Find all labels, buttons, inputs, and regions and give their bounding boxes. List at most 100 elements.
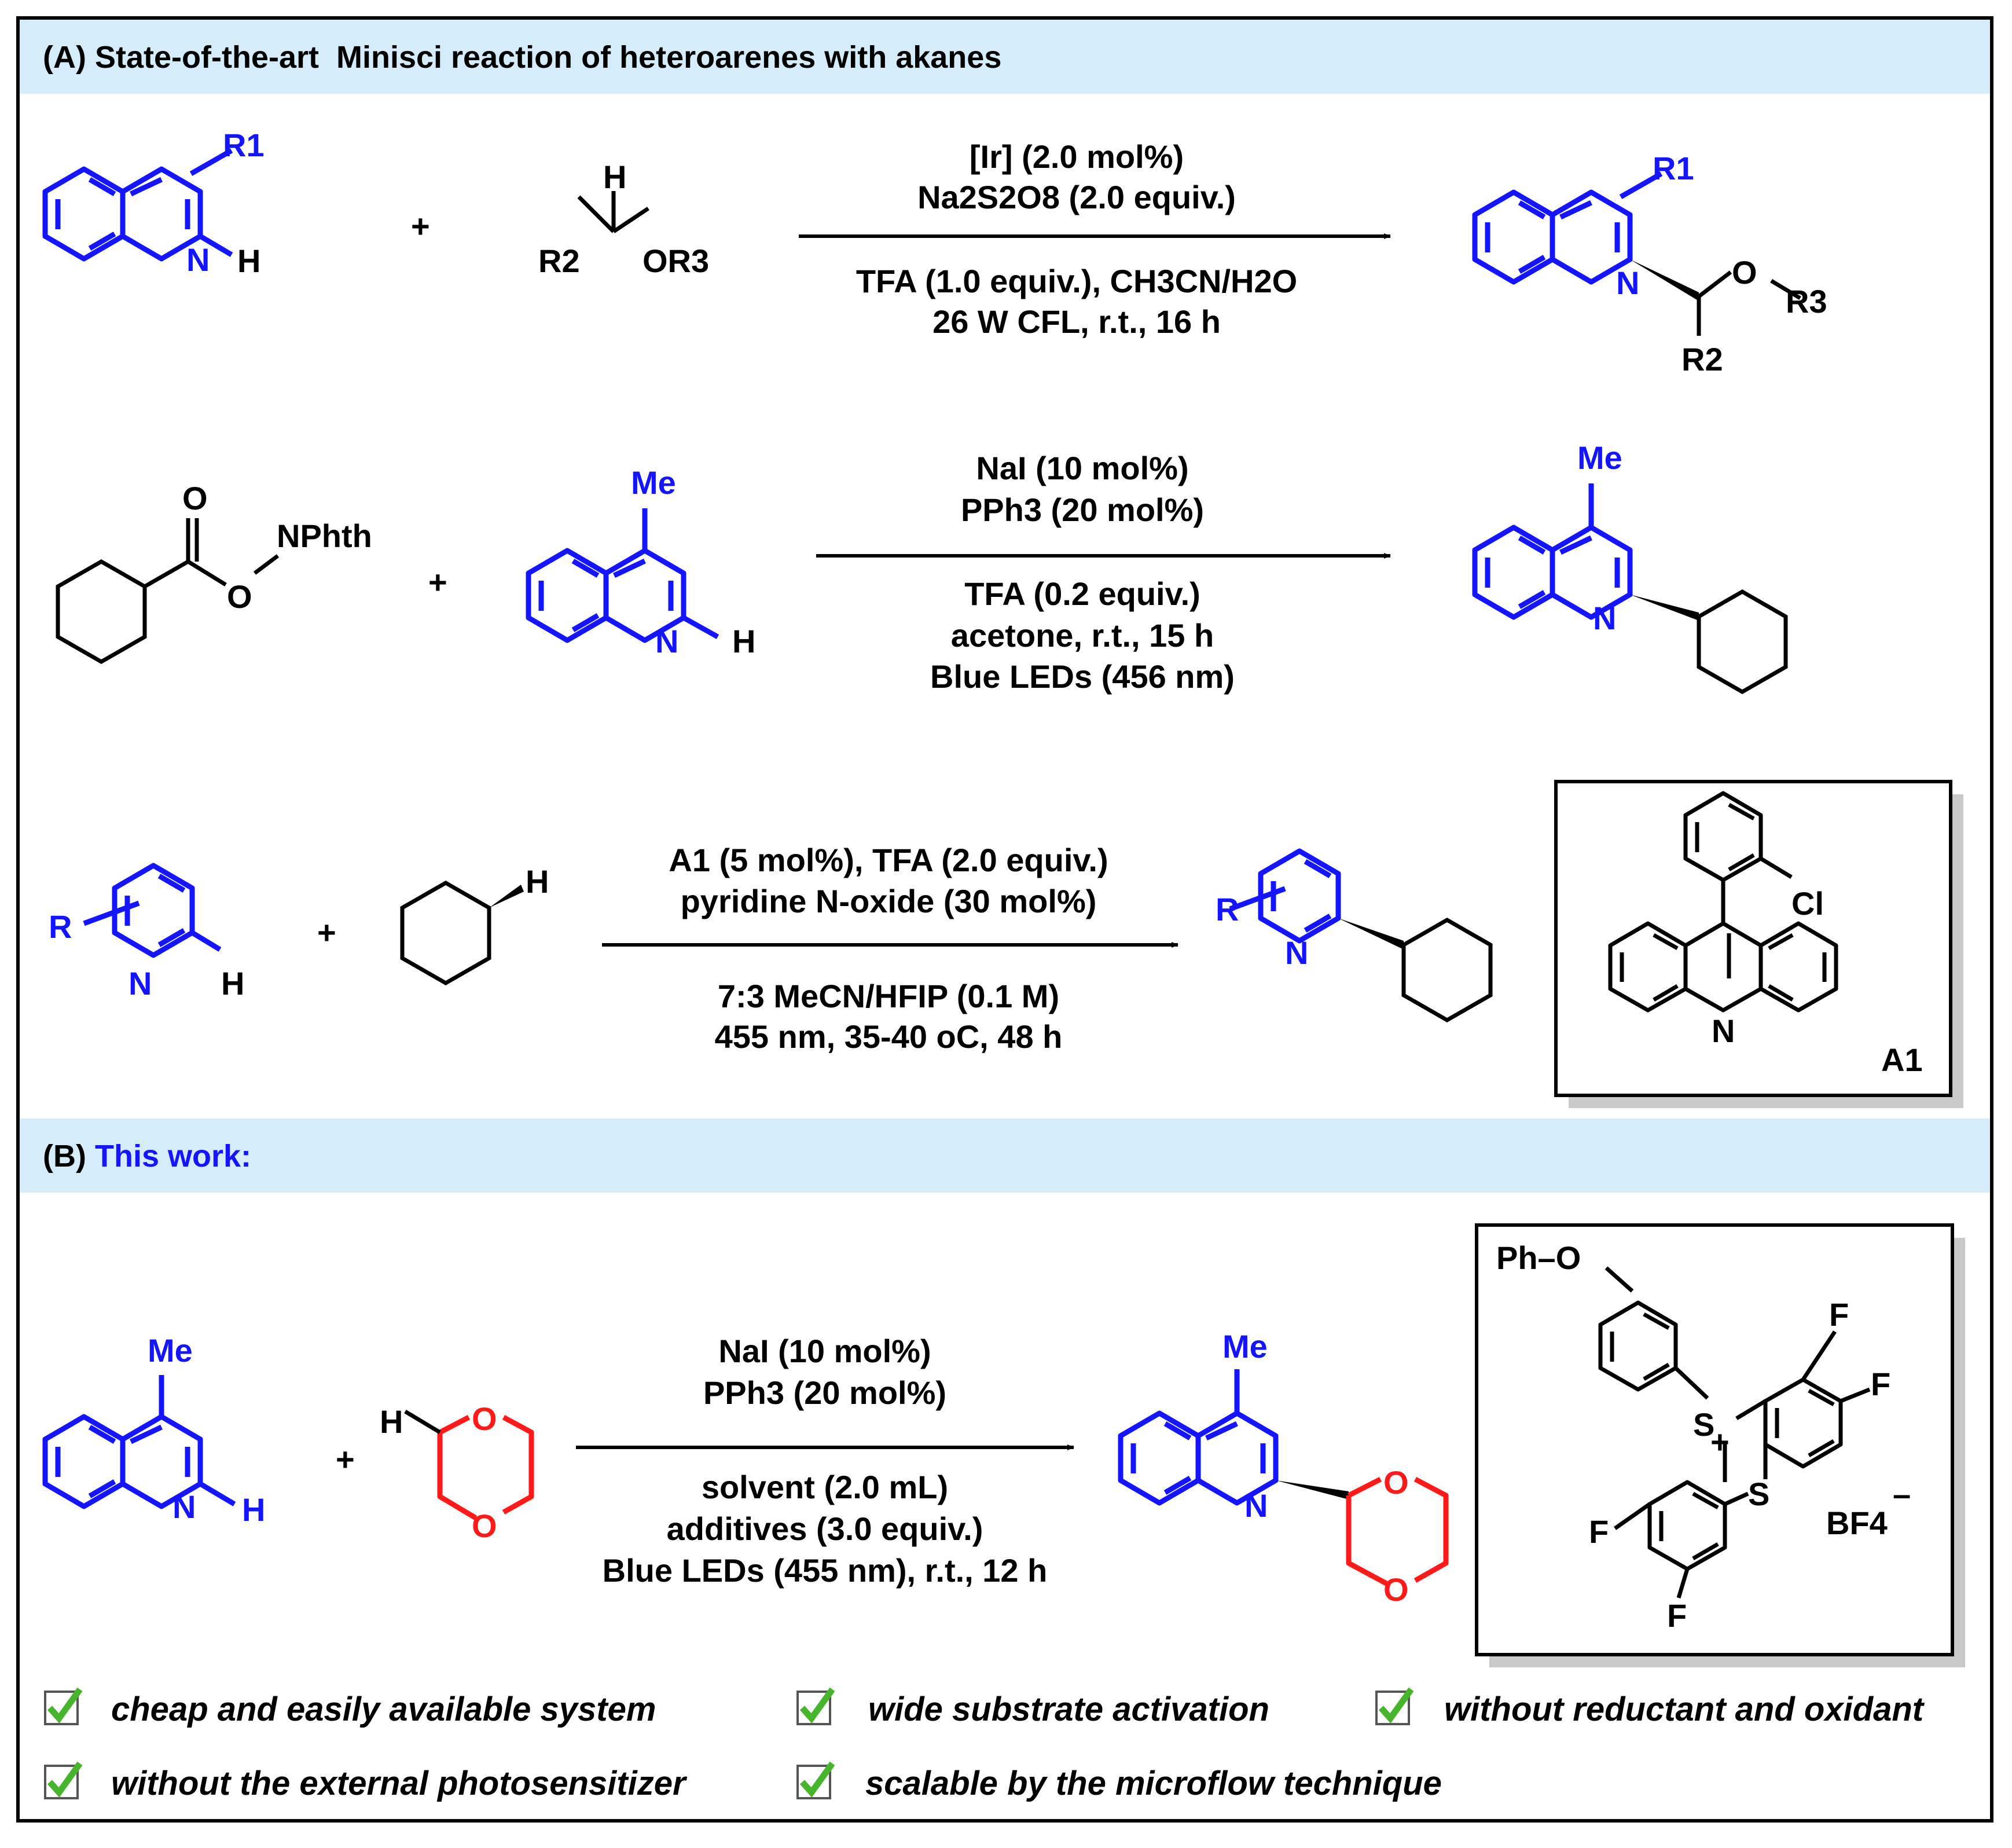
- condition-top-1: NaI (10 mol%): [718, 1333, 931, 1369]
- catalyst-label: A1: [1881, 1042, 1923, 1078]
- feature-1: cheap and easily available system: [111, 1691, 656, 1728]
- condition-top-2: PPh3 (20 mol%): [703, 1374, 946, 1411]
- atom-o-ester: O: [227, 578, 252, 615]
- condition-bottom-1: 7:3 MeCN/HFIP (0.1 M): [718, 978, 1059, 1014]
- condition-bottom-2: acetone, r.t., 15 h: [951, 617, 1214, 654]
- atom-r2: R2: [538, 243, 580, 279]
- atom-o-product-top: O: [1383, 1464, 1409, 1501]
- condition-top-1: A1 (5 mol%), TFA (2.0 equiv.): [669, 842, 1108, 878]
- features-list: cheap and easily available system wide s…: [44, 1687, 1925, 1802]
- atom-n: N: [186, 241, 210, 278]
- atom-h: H: [221, 965, 244, 1002]
- condition-top-1: NaI (10 mol%): [976, 450, 1188, 486]
- section-a-header: (A) State-of-the-art Minisci reaction of…: [20, 20, 1990, 94]
- dioxane-product: [1346, 1476, 1449, 1586]
- condition-bottom-2: additives (3.0 equiv.): [667, 1510, 983, 1547]
- section-b-header: (B) This work:: [20, 1119, 1990, 1193]
- scheme-frame: [16, 16, 1993, 1823]
- product: [1118, 1369, 1279, 1506]
- check-icon: [796, 1761, 835, 1799]
- catalyst-a1-box: Cl N A1: [1554, 780, 1963, 1108]
- atom-n-acridine: N: [1712, 1013, 1735, 1049]
- section-b-title: This work:: [94, 1139, 252, 1174]
- counterion-bf4: BF4: [1826, 1505, 1888, 1541]
- atom-r: R: [49, 908, 72, 945]
- condition-bottom-2: 26 W CFL, r.t., 16 h: [932, 303, 1221, 340]
- atom-o-carbonyl: O: [182, 480, 208, 516]
- atom-h-dioxane: H: [380, 1403, 403, 1440]
- atom-o-top: O: [472, 1400, 497, 1437]
- nhpi-ester: [56, 518, 280, 665]
- plus-sign: +: [336, 1441, 355, 1477]
- atom-s-plus: S: [1693, 1406, 1714, 1443]
- atom-r1-product: R1: [1653, 150, 1694, 186]
- condition-bottom-1: solvent (2.0 mL): [702, 1469, 948, 1505]
- lepidine-reactant: [526, 508, 719, 643]
- atom-n-product: N: [1244, 1487, 1268, 1524]
- feature-3: without reductant and oxidant: [1444, 1691, 1925, 1728]
- atom-n: N: [128, 965, 152, 1002]
- atom-me: Me: [631, 464, 676, 501]
- phenoxy-label: Ph–O: [1496, 1240, 1581, 1276]
- atom-or3: OR3: [642, 243, 709, 279]
- atom-h-ether: H: [603, 159, 626, 195]
- thianthrenium-catalyst-box: Ph–O S + S F F F F BF4 –: [1475, 1223, 1965, 1667]
- atom-me-product: Me: [1577, 439, 1622, 476]
- atom-n: N: [172, 1488, 196, 1525]
- condition-bottom-1: TFA (0.2 equiv.): [964, 575, 1200, 612]
- quinoline-reactant: [42, 148, 233, 262]
- atom-f-2: F: [1871, 1366, 1890, 1402]
- atom-r1: R1: [223, 127, 265, 163]
- feature-4: without the external photosensitizer: [111, 1765, 688, 1802]
- reaction-3: R N H + H A1 (5 mol%), TFA (2.0 equiv.) …: [49, 780, 1963, 1108]
- atom-r-product: R: [1216, 891, 1239, 927]
- atom-me: Me: [148, 1332, 193, 1369]
- check-icon: [44, 1687, 83, 1725]
- condition-top-1: [Ir] (2.0 mol%): [970, 138, 1184, 175]
- pyridine-product: [1229, 848, 1341, 944]
- atom-o-bottom: O: [472, 1508, 497, 1544]
- atom-cl: Cl: [1791, 885, 1824, 922]
- atom-o-product: O: [1732, 254, 1757, 291]
- condition-bottom-1: TFA (1.0 equiv.), CH3CN/H2O: [856, 263, 1297, 299]
- condition-top-2: pyridine N-oxide (30 mol%): [681, 883, 1097, 919]
- atom-h: H: [732, 623, 755, 659]
- condition-bottom-3: Blue LEDs (455 nm), r.t., 12 h: [603, 1552, 1048, 1589]
- condition-bottom-3: Blue LEDs (456 nm): [930, 658, 1235, 695]
- condition-top-2: Na2S2O8 (2.0 equiv.): [917, 179, 1236, 215]
- atom-o-product-bottom: O: [1383, 1571, 1409, 1608]
- pyridine-reactant: [83, 863, 222, 958]
- atom-nphth: NPhth: [277, 518, 372, 554]
- lepidine-reactant: [42, 1375, 236, 1509]
- dioxane-reactant: [437, 1415, 534, 1520]
- atom-f-3: F: [1589, 1513, 1609, 1550]
- reaction-4: Me N H + H O O NaI (10 mol%) PPh3 (20 mo…: [42, 1223, 1965, 1667]
- section-b-label: (B): [43, 1139, 86, 1174]
- check-icon: [1375, 1687, 1414, 1725]
- atom-f-1: F: [1829, 1296, 1849, 1333]
- reaction-2: O O NPhth + Me N H NaI (10 mol%) PPh3 (2…: [56, 439, 1788, 695]
- atom-r3-product: R3: [1786, 283, 1827, 320]
- charge-plus: +: [1710, 1424, 1730, 1460]
- check-icon: [796, 1687, 835, 1725]
- section-a-label: (A): [43, 40, 86, 75]
- atom-r2-product: R2: [1681, 341, 1723, 377]
- atom-f-4: F: [1667, 1597, 1687, 1634]
- section-a-title: State-of-the-art Minisci reaction of het…: [94, 40, 1002, 75]
- atom-n-product: N: [1593, 600, 1616, 636]
- plus-sign: +: [428, 564, 447, 600]
- charge-minus: –: [1893, 1476, 1911, 1512]
- check-icon: [44, 1761, 83, 1799]
- atom-n-product: N: [1616, 265, 1639, 301]
- condition-top-2: PPh3 (20 mol%): [961, 492, 1204, 528]
- atom-me-product: Me: [1222, 1328, 1268, 1365]
- feature-5: scalable by the microflow technique: [865, 1765, 1442, 1802]
- atom-n-product: N: [1285, 934, 1308, 971]
- atom-h: H: [242, 1491, 265, 1528]
- atom-h-cyclohexane: H: [526, 863, 549, 900]
- atom-n: N: [655, 623, 678, 659]
- feature-2: wide substrate activation: [868, 1691, 1269, 1728]
- cyclohexane: [400, 880, 491, 986]
- ether-reactant: [577, 191, 649, 233]
